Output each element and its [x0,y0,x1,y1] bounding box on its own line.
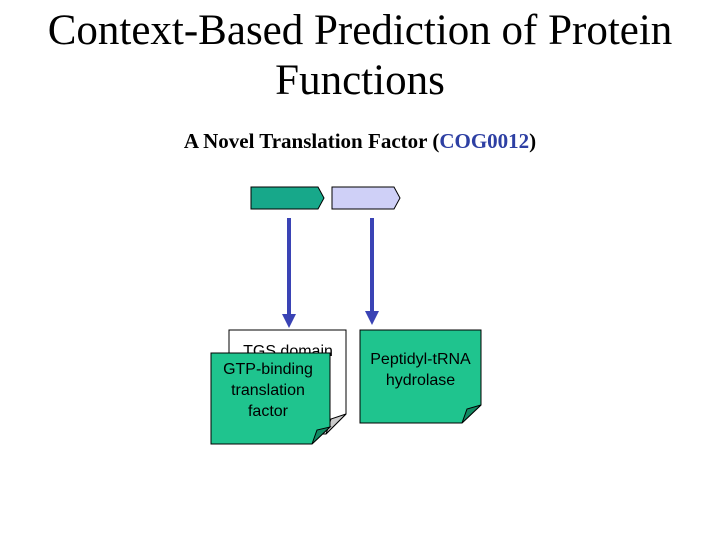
gene-2-arrowhead [365,311,379,325]
slide-title: Context-Based Prediction of Protein Func… [0,6,720,106]
subtitle-prefix: A Novel Translation Factor ( [183,129,440,153]
gene-1-arrow [250,186,325,210]
gene-2-arrow [331,186,401,210]
gtp-binding-line-3: factor [247,403,288,420]
peptidyl-trna-line-1: Peptidyl-tRNA [370,351,471,368]
slide-subtitle: A Novel Translation Factor (COG0012) [0,128,720,154]
gene-1-arrowhead [282,314,296,328]
peptidyl-trna-hydrolase-note [359,329,482,424]
slide-title-line-1: Context-Based Prediction of Protein [47,7,673,54]
gtp-binding-line-2: translation [231,382,305,399]
gtp-binding-label: GTP-binding translation factor [211,359,325,422]
peptidyl-trna-hydrolase-label: Peptidyl-tRNA hydrolase [360,349,481,391]
gtp-binding-line-1: GTP-binding [223,361,313,378]
peptidyl-trna-line-2: hydrolase [385,372,456,389]
slide-title-line-2: Functions [275,57,445,104]
cog-id-link[interactable]: COG0012 [439,129,530,153]
subtitle-suffix: ) [529,129,537,153]
gtp-binding-note [210,352,332,445]
